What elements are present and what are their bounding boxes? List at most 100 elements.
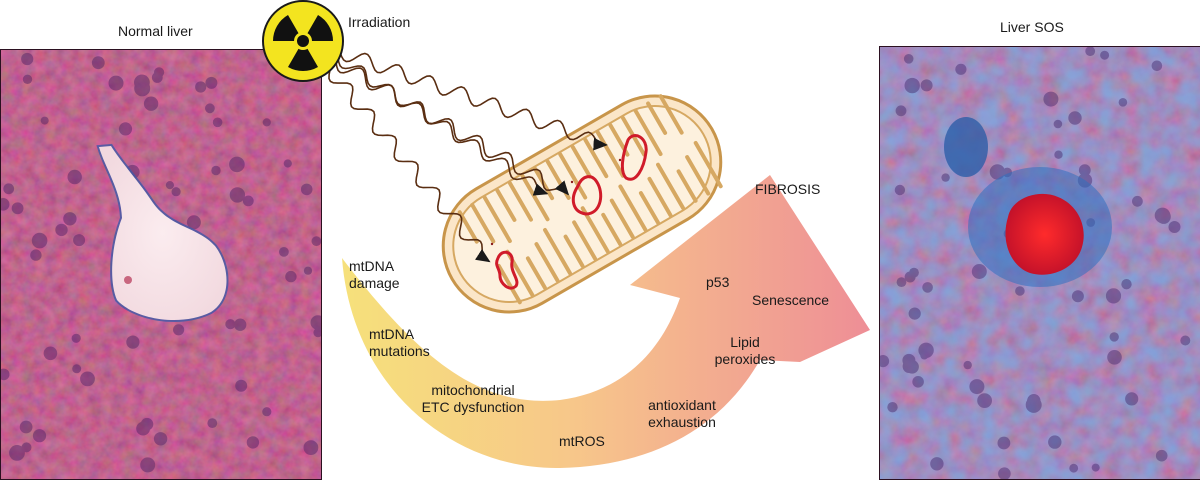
cell-nucleus (1053, 119, 1063, 129)
crista (495, 188, 517, 222)
crista (618, 184, 648, 232)
crista (457, 210, 479, 244)
cell-nucleus (242, 195, 254, 207)
cell-nucleus (896, 277, 907, 287)
cell-nucleus (1, 198, 10, 211)
cell-nucleus (171, 187, 181, 197)
cell-nucleus (225, 319, 236, 330)
crista (525, 256, 547, 290)
cell-nucleus (887, 402, 898, 413)
cell-nucleus (195, 81, 207, 93)
cell-nucleus (904, 271, 916, 283)
crista (543, 227, 573, 276)
cell-nucleus (1069, 463, 1079, 473)
cell-nucleus (1068, 111, 1082, 125)
crista (609, 198, 635, 240)
cell-nucleus (21, 442, 32, 453)
cell-nucleus (920, 351, 929, 360)
cell-nucleus (920, 79, 933, 92)
crista (693, 140, 723, 189)
mtdna-rings (495, 134, 648, 290)
cell-nucleus (1091, 463, 1100, 472)
cell-nucleus (904, 77, 920, 94)
cell-nucleus (21, 52, 34, 66)
cell-nucleus (71, 333, 81, 343)
normal-liver-micrograph (0, 49, 322, 480)
cell-nucleus (1180, 335, 1191, 346)
cell-nucleus (207, 418, 218, 428)
radiation-rays (328, 51, 608, 263)
crista (638, 191, 660, 225)
cell-nucleus (165, 181, 174, 190)
cell-nucleus (1125, 392, 1139, 406)
cell-nucleus (1078, 164, 1091, 177)
cell-nucleus (1025, 396, 1042, 413)
cell-nucleus (969, 379, 985, 395)
cell-nucleus (1107, 350, 1122, 365)
liver-sos-title: Liver SOS (1000, 19, 1064, 35)
cell-nucleus (9, 445, 25, 461)
cell-nucleus (1168, 221, 1181, 233)
crista (583, 137, 609, 179)
cell-nucleus (55, 223, 68, 237)
cell-nucleus (229, 187, 246, 203)
cell-nucleus (140, 457, 156, 473)
cell-nucleus (143, 96, 159, 111)
crista (633, 108, 663, 157)
cell-nucleus (19, 420, 33, 434)
crista (656, 162, 686, 211)
cell-nucleus (1015, 286, 1025, 296)
cell-nucleus (895, 105, 907, 117)
cell-nucleus (136, 421, 151, 436)
cell-nucleus (998, 467, 1011, 479)
cell-nucleus (30, 249, 42, 261)
cell-nucleus (1085, 47, 1096, 57)
cell-nucleus (1118, 98, 1128, 107)
cell-nucleus (1043, 91, 1059, 107)
cell-nucleus (977, 393, 992, 408)
normal-liver-title: Normal liver (118, 23, 193, 39)
cell-nucleus (303, 266, 313, 275)
crista (601, 212, 623, 247)
cell-nucleus (313, 328, 321, 338)
cell-nucleus (941, 173, 950, 182)
cell-nucleus (912, 376, 924, 388)
cell-nucleus (908, 307, 921, 320)
cell-nucleus (11, 202, 24, 215)
cell-nucleus (186, 215, 201, 230)
cell-nucleus (1121, 279, 1132, 290)
crista (646, 101, 668, 135)
cell-nucleus (989, 164, 1006, 180)
cell-nucleus (971, 264, 987, 279)
cell-nucleus (32, 429, 47, 443)
cell-nucleus (229, 156, 245, 173)
cell-nucleus (1, 368, 10, 381)
crista (470, 202, 496, 244)
cell-nucleus (40, 116, 49, 125)
crista (647, 176, 673, 218)
cell-nucleus (246, 436, 260, 449)
irradiation-label: Irradiation (348, 14, 411, 30)
cell-nucleus (234, 318, 247, 331)
crista (658, 94, 684, 135)
cell-nucleus (1151, 60, 1163, 72)
senescence-label: Senescence (752, 292, 830, 308)
mtros-label: mtROS (559, 433, 605, 449)
cell-nucleus (963, 360, 972, 370)
cell-nucleus (126, 335, 140, 349)
cell-nucleus (1154, 207, 1171, 224)
cell-nucleus (43, 346, 58, 361)
crista (507, 181, 533, 222)
cell-nucleus (134, 74, 150, 91)
cell-nucleus (1105, 288, 1122, 304)
cell-nucleus (1155, 449, 1168, 462)
liver-sos-micrograph (879, 46, 1200, 480)
cell-nucleus (108, 75, 124, 91)
cell-nucleus (1048, 435, 1062, 449)
cell-nucleus (903, 54, 914, 64)
cell-nucleus (262, 407, 272, 417)
